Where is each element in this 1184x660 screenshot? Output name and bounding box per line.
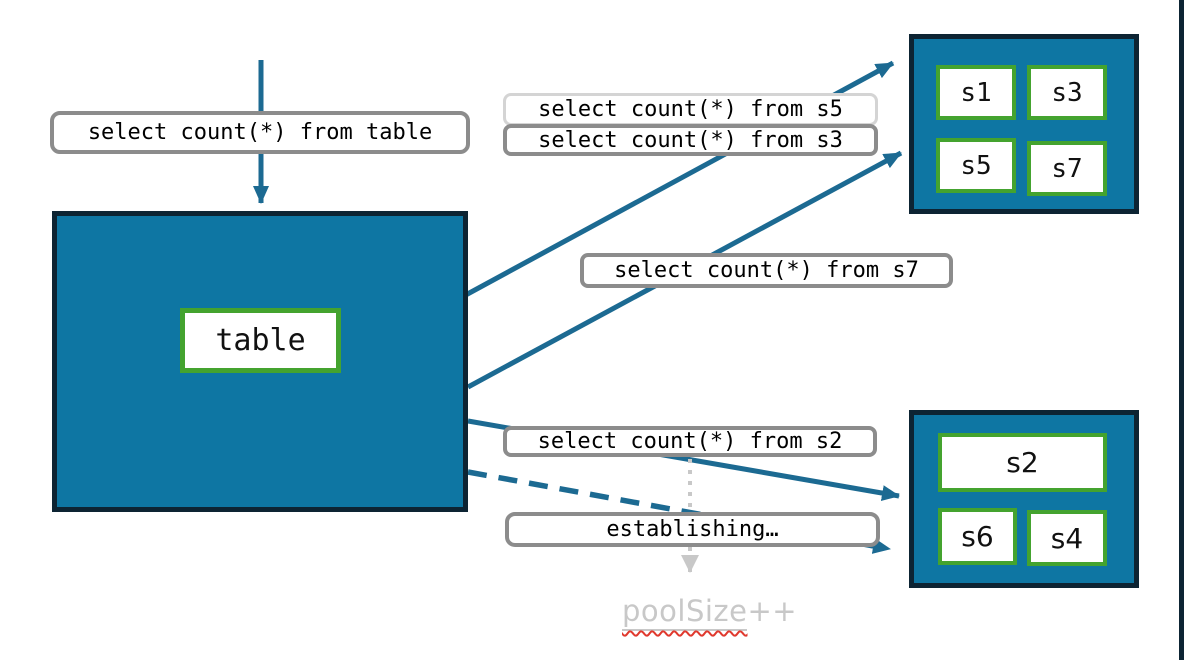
query-label-s7-text: select count(*) from s7 [614, 258, 919, 283]
query-label-s2-text: select count(*) from s2 [537, 429, 843, 454]
table-label: table [215, 323, 306, 358]
shard-cell-s1: s1 [936, 65, 1016, 120]
poolsize-caption: poolSize++ [622, 594, 798, 631]
shard-label-s3: s3 [1051, 77, 1083, 108]
establishing-label-text: establishing… [606, 517, 779, 542]
query-label-table-text: select count(*) from table [87, 120, 433, 145]
poolsize-suffix: ++ [747, 594, 798, 628]
query-label-table: select count(*) from table [50, 111, 470, 154]
shard-cell-s5: s5 [936, 138, 1016, 193]
table-label-box: table [180, 308, 341, 373]
query-label-s5: select count(*) from s5 [503, 93, 878, 126]
shard-label-s7: s7 [1051, 153, 1083, 184]
shard-cell-s7: s7 [1027, 141, 1107, 196]
shard-label-s2: s2 [1006, 446, 1039, 479]
shard-label-s5: s5 [960, 150, 992, 181]
query-label-s3-text: select count(*) from s3 [538, 127, 843, 153]
shard-cell-s4: s4 [1027, 510, 1107, 566]
shard-cell-s2: s2 [938, 433, 1107, 492]
shard-cell-s6: s6 [938, 508, 1017, 565]
query-label-s7: select count(*) from s7 [580, 253, 953, 288]
query-label-s5-text: select count(*) from s5 [538, 97, 843, 122]
query-label-s2: select count(*) from s2 [503, 426, 877, 457]
establishing-label: establishing… [505, 512, 880, 547]
shard-label-s1: s1 [960, 77, 992, 108]
poolsize-word: poolSize [622, 594, 748, 631]
right-edge-strip [1179, 0, 1184, 660]
shard-label-s6: s6 [961, 520, 994, 553]
shard-label-s4: s4 [1050, 521, 1084, 555]
shard-cell-s3: s3 [1027, 65, 1107, 120]
query-label-s3: select count(*) from s3 [503, 124, 878, 156]
